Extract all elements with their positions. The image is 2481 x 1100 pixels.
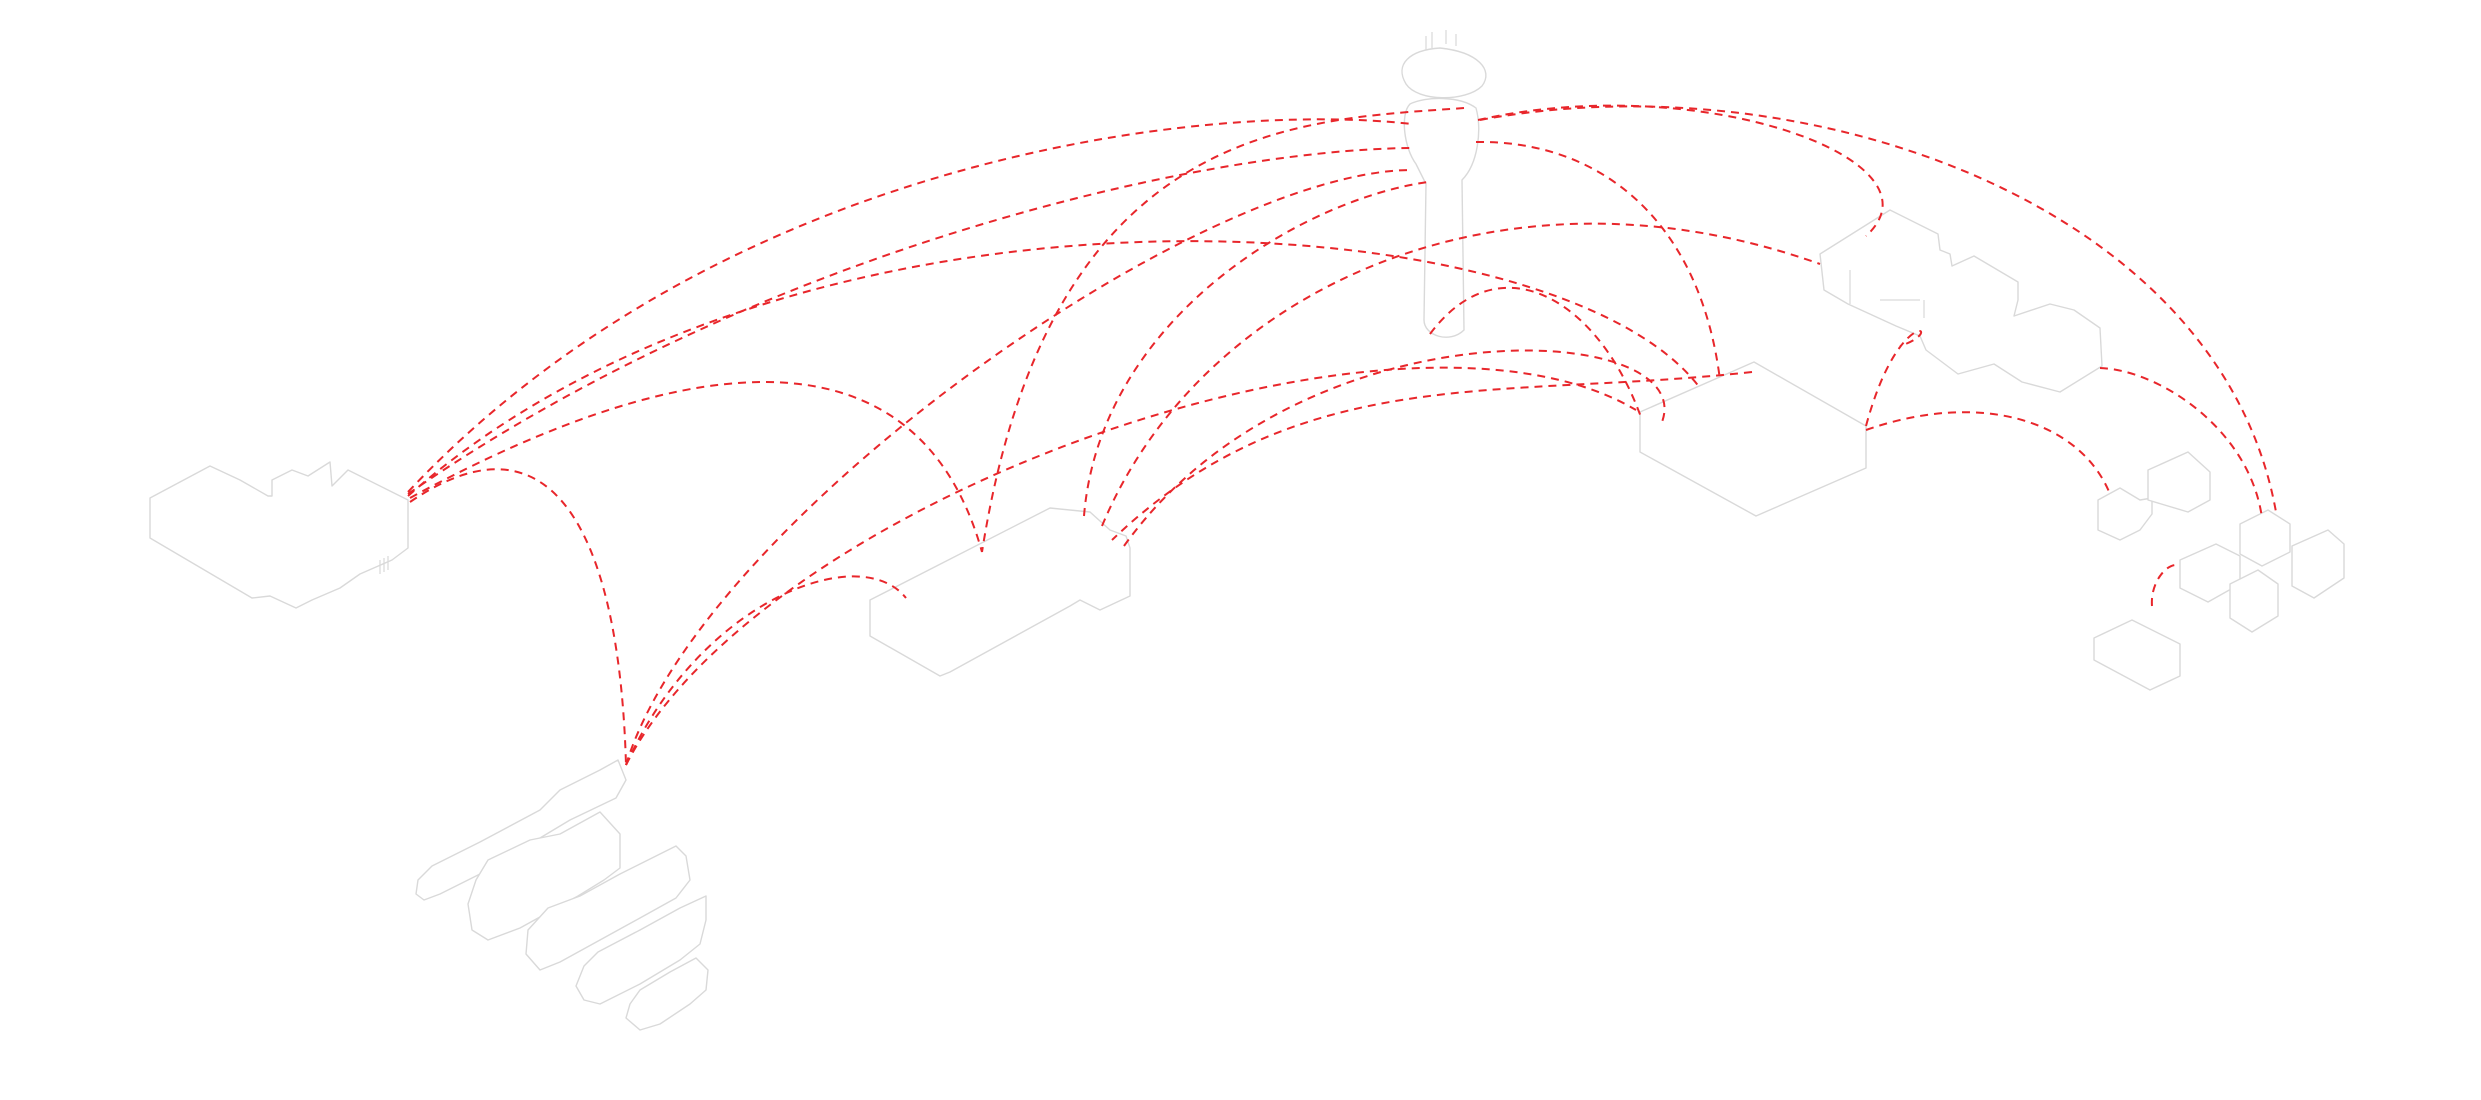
- connection-link-l20: [1429, 287, 1643, 421]
- east-cluster: [2093, 451, 2345, 691]
- connection-link-l11: [1123, 349, 1666, 547]
- connection-link-l07: [625, 366, 1637, 766]
- connection-link-l04: [409, 381, 983, 553]
- connection-link-l13: [1475, 140, 1721, 381]
- east-hangar: [1639, 361, 1867, 517]
- connection-link-l08: [625, 575, 907, 766]
- airliners: [415, 759, 709, 1031]
- northeast-complex: [1819, 209, 2103, 393]
- connection-link-l03: [407, 240, 1701, 497]
- connection-link-l06: [625, 169, 1413, 766]
- connection-link-l12: [1477, 104, 1884, 237]
- connection-link-l17: [1865, 411, 2111, 495]
- connection-link-l01: [407, 118, 1413, 493]
- central-terminal: [869, 507, 1131, 677]
- connection-link-l10: [1101, 222, 1821, 527]
- network-links: [407, 104, 2277, 766]
- connection-link-l02: [407, 147, 1411, 495]
- connection-link-l09: [1083, 181, 1429, 517]
- control-tower: [1401, 30, 1487, 338]
- connection-link-l16: [2099, 367, 2263, 519]
- connection-link-l15: [1865, 330, 1923, 427]
- connection-link-l05: [409, 468, 627, 766]
- west-terminal: [149, 461, 409, 609]
- connection-link-l18: [2150, 563, 2181, 607]
- connection-link-l21: [1111, 371, 1753, 541]
- connection-link-l19: [981, 107, 1465, 553]
- connection-link-l14: [1479, 105, 2277, 513]
